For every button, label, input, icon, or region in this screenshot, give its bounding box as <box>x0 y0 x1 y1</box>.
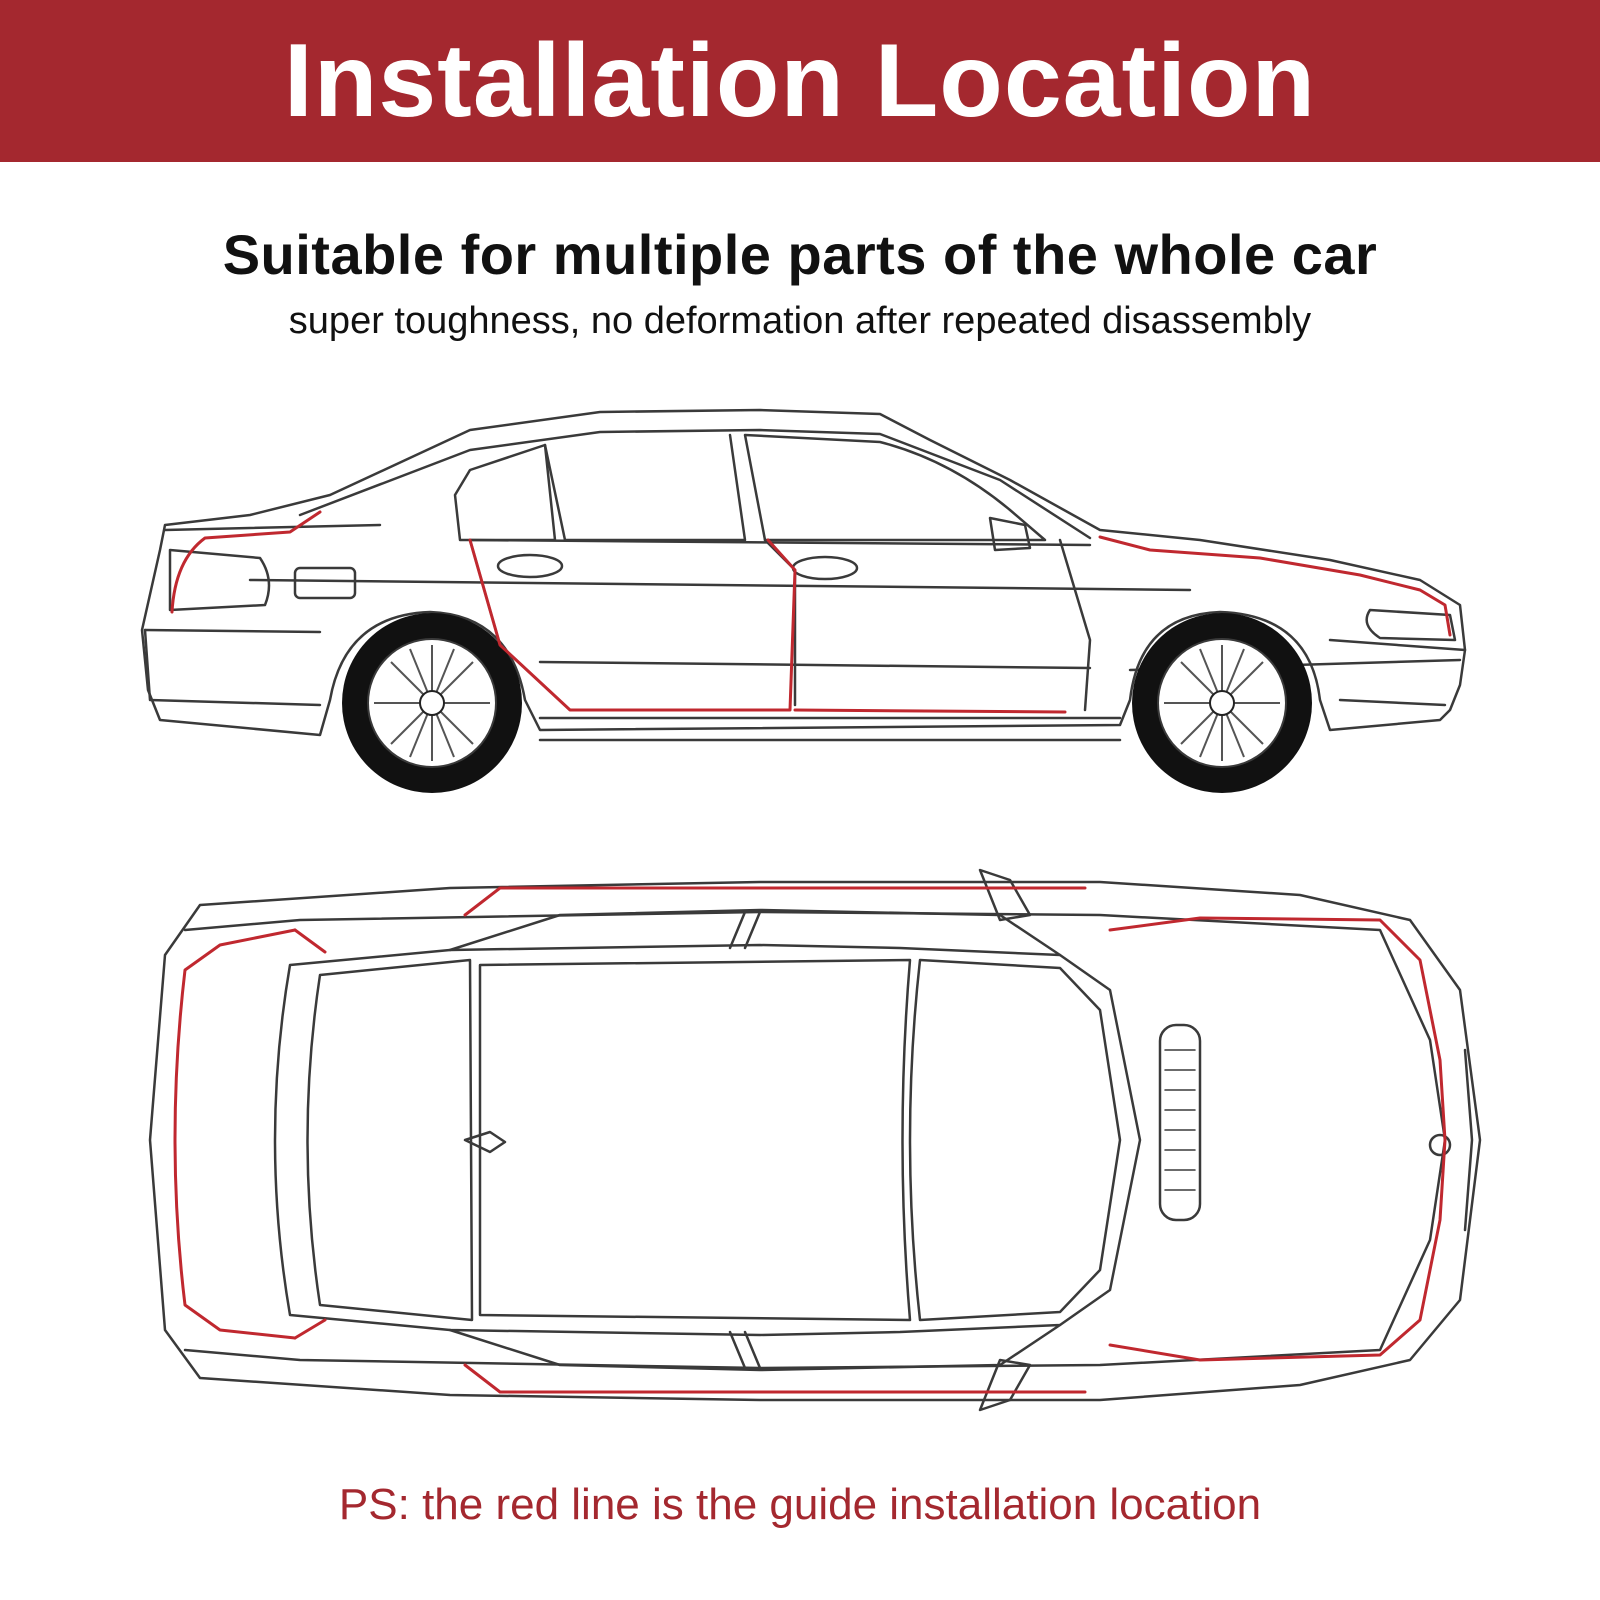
hood-emblem <box>1428 1133 1452 1157</box>
door-seam-front <box>1058 538 1092 712</box>
guide-lines-top <box>173 886 1447 1394</box>
body-outline <box>148 880 1482 1402</box>
subline: super toughness, no deformation after re… <box>288 300 1312 342</box>
door-split <box>728 910 762 1370</box>
left-windows <box>448 908 1062 957</box>
headlight <box>1365 608 1457 642</box>
hood-vent <box>1158 1023 1202 1222</box>
headline: Suitable for multiple parts of the whole… <box>222 223 1378 286</box>
banner-title: Installation Location <box>283 22 1317 139</box>
footnote: PS: the red line is the guide installati… <box>338 1480 1262 1529</box>
roof <box>478 958 912 1322</box>
rear-bumper <box>143 628 322 707</box>
guide-lines-side <box>170 510 1452 714</box>
grille <box>1463 1048 1474 1232</box>
windshield <box>908 958 1122 1322</box>
rear-window <box>306 958 474 1322</box>
beltline <box>163 523 1092 547</box>
front-door-handle <box>791 555 859 581</box>
front-door-window <box>543 433 747 542</box>
driver-window <box>743 433 1047 542</box>
rear-wheel <box>342 613 522 793</box>
shoulder-line <box>183 910 1447 1370</box>
front-wheel <box>1132 613 1312 793</box>
rear-door-window <box>453 443 557 542</box>
window-frame <box>298 428 1092 540</box>
fuel-cap <box>293 566 357 600</box>
trunk-emblem <box>463 1130 507 1154</box>
car-top-icon <box>148 868 1482 1412</box>
right-windows <box>448 1323 1062 1372</box>
sill-line <box>538 716 1122 742</box>
cabin-outline <box>273 943 1142 1337</box>
title-banner: Installation Location <box>0 0 1600 162</box>
body-line <box>143 578 1462 672</box>
front-bumper <box>1328 638 1467 707</box>
car-side-icon <box>140 408 1467 793</box>
left-mirror <box>978 868 1032 922</box>
side-mirror <box>988 516 1032 552</box>
body-outline <box>140 408 1467 737</box>
tail-light <box>168 548 271 612</box>
rear-door-handle <box>496 553 564 579</box>
right-mirror <box>978 1358 1032 1412</box>
